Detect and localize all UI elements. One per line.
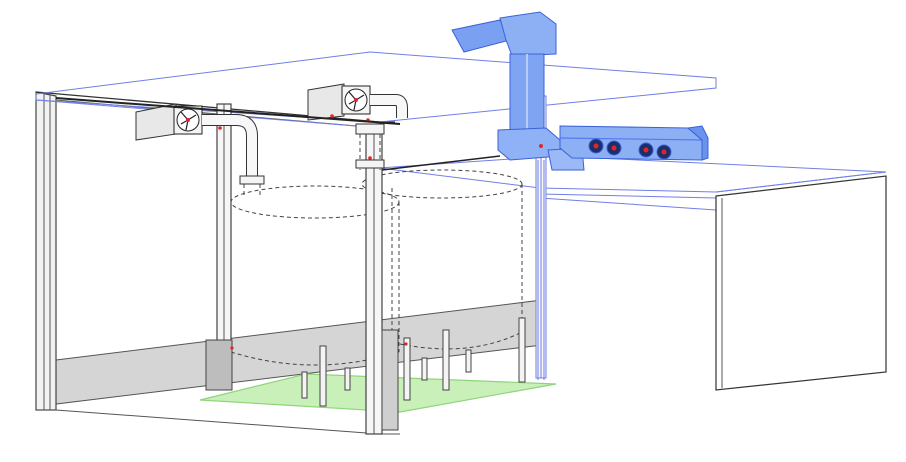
- support-post: [344, 367, 351, 391]
- support-post: [301, 371, 308, 399]
- column: [205, 339, 233, 391]
- fan-unit-right[interactable]: [307, 83, 408, 170]
- connector-point: [539, 144, 543, 148]
- connector-point: [230, 346, 234, 350]
- platform-right-panel: [715, 175, 887, 391]
- duct-elbow-fill: [202, 115, 257, 176]
- duct-flange: [355, 123, 385, 135]
- support-post: [518, 317, 526, 383]
- support-post: [403, 337, 411, 401]
- connector-point: [330, 114, 334, 118]
- tank-right[interactable]: [361, 169, 523, 350]
- fan-housing: [307, 83, 345, 121]
- round-diffuser: [638, 142, 654, 158]
- platform-beam: [381, 155, 501, 171]
- floor-outline: [55, 409, 400, 435]
- duct-flange: [239, 175, 265, 185]
- round-diffuser: [588, 138, 604, 154]
- duct-elbow-fill: [370, 95, 407, 118]
- duct-end-cap: [686, 125, 709, 161]
- left-wall-panel: [35, 91, 57, 411]
- fan-unit-left[interactable]: [135, 103, 265, 196]
- platform-edge: [539, 193, 717, 199]
- fan-icon: [341, 85, 371, 115]
- column: [381, 329, 399, 431]
- column: [365, 127, 383, 435]
- connector-point: [368, 156, 372, 160]
- platform-edge: [715, 171, 887, 193]
- platform-edge: [539, 197, 717, 211]
- right-platform[interactable]: [379, 155, 887, 391]
- columns[interactable]: [205, 95, 547, 435]
- duct-elbow-top: [499, 11, 557, 57]
- round-diffuser: [606, 140, 622, 156]
- tank-bottom: [399, 331, 523, 350]
- duct-branch: [559, 125, 703, 161]
- connector-point: [218, 126, 222, 130]
- fan-icon: [173, 105, 203, 135]
- support-post: [442, 329, 450, 391]
- support-post: [465, 349, 472, 373]
- duct-system-selected[interactable]: [451, 11, 709, 380]
- support-post: [319, 345, 327, 407]
- fan-housing: [135, 103, 177, 141]
- duct-intake-hood: [451, 19, 511, 53]
- support-post: [421, 357, 428, 381]
- top-beam: [55, 97, 401, 125]
- connector-point: [404, 342, 408, 346]
- duct-flange: [355, 159, 385, 169]
- round-diffuser: [656, 144, 672, 160]
